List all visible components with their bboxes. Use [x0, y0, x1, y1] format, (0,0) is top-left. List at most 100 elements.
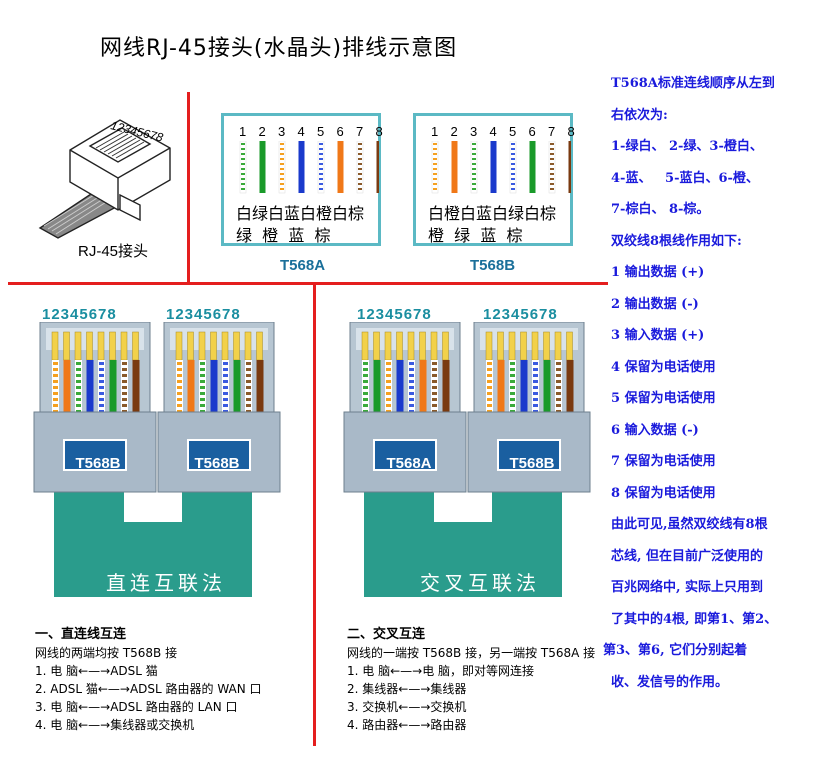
- gold-contact: [109, 331, 116, 361]
- wire-stripe-dot: [556, 362, 561, 365]
- wire-stripe-dot: [386, 380, 391, 383]
- wire-stripe-dot: [487, 392, 492, 395]
- side-line: 5 保留为电话使用: [611, 391, 716, 406]
- wire-stripe-dot: [246, 392, 251, 395]
- wire-stripe-dot: [510, 362, 515, 365]
- wire-stripe-base: [317, 141, 325, 194]
- pin-number: 6: [336, 124, 344, 139]
- wire-stripe-dot: [99, 404, 104, 407]
- wire-stripe-dot: [200, 392, 205, 395]
- pin-number: 8: [567, 124, 575, 139]
- wire-stripe-dot: [358, 143, 362, 145]
- wire-stripe-dot: [122, 362, 127, 365]
- gold-contact: [361, 331, 369, 361]
- wire-stripe-base: [278, 141, 286, 194]
- side-line: 右依次为:: [611, 107, 668, 123]
- pin-number: 3: [278, 124, 286, 139]
- wire-stripe-dot: [550, 188, 554, 190]
- wire-stripe-dot: [76, 404, 81, 407]
- wire-stripe-dot: [533, 380, 538, 383]
- cross-item: 1. 电 脑←—→电 脑，即对等网连接: [347, 664, 535, 678]
- cross-item: 4. 路由器←—→路由器: [347, 718, 467, 732]
- wire-solid: [132, 360, 140, 412]
- side-line: 1-绿白、 2-绿、3-橙白、: [611, 139, 763, 154]
- wire-stripe-dot: [358, 173, 362, 175]
- wire-stripe-dot: [223, 374, 228, 377]
- gold-contact: [97, 331, 105, 361]
- wire-stripe-dot: [550, 178, 554, 180]
- wire-stripe-dot: [533, 392, 538, 395]
- wire-stripe-dot: [510, 404, 515, 407]
- t568b-wire-colors: [431, 141, 571, 194]
- side-description: T568A标准连线顺序从左到 右依次为: 1-绿白、 2-绿、3-橙白、 4-蓝…: [603, 68, 830, 698]
- gold-contact: [543, 331, 550, 361]
- wire-stripe-dot: [550, 153, 554, 155]
- wire-stripe-dot: [533, 374, 538, 377]
- wire-solid: [298, 141, 305, 193]
- pin-number: 8: [375, 124, 383, 139]
- t568b-colors-row2: 橙 绿 蓝 棕: [428, 226, 523, 245]
- wire-stripe-dot: [122, 380, 127, 383]
- wire-stripe-dot: [433, 158, 437, 160]
- wire-stripe-dot: [99, 374, 104, 377]
- gold-contact: [419, 331, 426, 361]
- wire-stripe-dot: [200, 374, 205, 377]
- wire-stripe-dot: [510, 380, 515, 383]
- pin-number: 5: [317, 124, 325, 139]
- wire-stripe-dot: [533, 362, 538, 365]
- wire-stripe-dot: [319, 173, 323, 175]
- wire-stripe-dot: [223, 392, 228, 395]
- wire-stripe-dot: [319, 153, 323, 155]
- wire-stripe-dot: [472, 143, 476, 145]
- straight-left-plug: [33, 322, 157, 493]
- side-line: 由此可见,虽然双绞线有8根: [611, 517, 768, 532]
- cross-cable-diagram: [343, 322, 591, 597]
- wire-stripe-dot: [53, 368, 58, 371]
- wire-solid: [529, 141, 536, 193]
- wire-stripe-dot: [53, 398, 58, 401]
- wire-stripe-dot: [280, 173, 284, 175]
- wire-stripe-dot: [472, 188, 476, 190]
- cross-intro: 网线的一端按 T568B 接，另一端按 T568A 接: [347, 646, 596, 660]
- pin-number: 6: [528, 124, 536, 139]
- wire-stripe-dot: [319, 183, 323, 185]
- wire-stripe-dot: [510, 392, 515, 395]
- wire-stripe-dot: [433, 183, 437, 185]
- pin-number: 4: [297, 124, 305, 139]
- wire-stripe-dot: [409, 398, 414, 401]
- wire-stripe-dot: [363, 386, 368, 389]
- gold-contact: [373, 331, 380, 361]
- wire-stripe-dot: [241, 173, 245, 175]
- pin-number: 4: [489, 124, 497, 139]
- wire-stripe-dot: [386, 374, 391, 377]
- wire-solid: [376, 141, 379, 193]
- wire-stripe-dot: [550, 163, 554, 165]
- gold-contact: [256, 331, 263, 361]
- wire-solid: [86, 360, 94, 412]
- wire-stripe-dot: [241, 153, 245, 155]
- wire-stripe-dot: [432, 368, 437, 371]
- wire-stripe-dot: [511, 188, 515, 190]
- wire-stripe-dot: [241, 163, 245, 165]
- wire-stripe-dot: [200, 398, 205, 401]
- plug-contacts: [480, 328, 578, 350]
- cross-right-plug-label: T568B: [509, 455, 555, 472]
- pin-number: 7: [356, 124, 364, 139]
- pin-number: 7: [548, 124, 556, 139]
- divider-vertical-bottom: [313, 282, 316, 746]
- wire-stripe-dot: [432, 380, 437, 383]
- wire-solid: [259, 141, 266, 193]
- wire-stripe-dot: [556, 368, 561, 371]
- side-line: 了其中的4根, 即第1、第2、: [611, 611, 778, 627]
- plug-label-box: [187, 439, 251, 471]
- wire-stripe-dot: [472, 163, 476, 165]
- wire-stripe-dot: [533, 404, 538, 407]
- wire-stripe-base: [431, 141, 439, 194]
- wire-stripe-dot: [223, 398, 228, 401]
- wire-stripe-dot: [487, 398, 492, 401]
- straight-heading: 一、直连线互连: [35, 627, 127, 642]
- wire-solid: [520, 360, 528, 412]
- wire-stripe-dot: [510, 398, 515, 401]
- wire-stripe-dot: [358, 148, 362, 150]
- straight-notes: 一、直连线互连 网线的两端均按 T568B 接 1. 电 脑←—→ADSL 猫 …: [35, 626, 262, 734]
